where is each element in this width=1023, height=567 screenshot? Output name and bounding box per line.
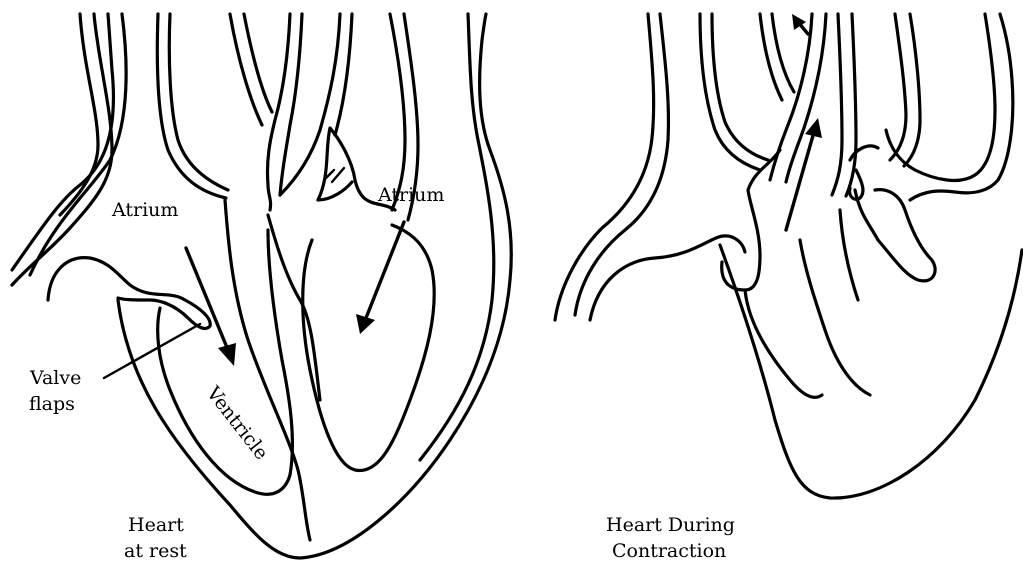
rest-atrium-right-label: Atrium [377,184,444,206]
rest-arrow-left-line [186,248,228,350]
rest-atrium-left-label: Atrium [111,199,178,221]
rest-arrow-right-head [356,314,375,334]
rest-right-ventricle-cavity [303,225,434,470]
rest-vessel-branch [280,14,352,195]
contraction-vessel-3 [770,14,826,182]
rest-caption-line2: at rest [124,540,187,562]
rest-arrow-left-head [218,343,236,366]
rest-left-ventricle-wall [158,230,293,494]
heart-at-rest-figure: Atrium Atrium Valve flaps Ventricle Hear… [12,14,511,562]
contraction-vessel-4 [832,14,856,196]
rest-vessel-center-left [230,14,272,125]
rest-valve-pointer-line [104,324,200,378]
contraction-vessel-1 [700,14,768,170]
contraction-vessel-2 [760,14,794,100]
contraction-caption-line2: Contraction [612,540,726,562]
rest-arrow-right-line [366,222,404,318]
contraction-septum [800,210,870,395]
contraction-arrow-center-line [786,132,814,230]
rest-small-flap-marks [326,168,344,182]
rest-vessel-left-1 [157,14,228,198]
rest-valve-label-line2: flaps [29,393,75,415]
contraction-right-ventricle [855,190,935,281]
rest-vessel-far-left [12,14,112,285]
contraction-bottom-wall [720,245,1022,498]
rest-left-valve-flap [48,258,210,329]
contraction-outer-wall [555,14,668,320]
heart-contraction-figure: Heart During Contraction [555,14,1022,562]
contraction-vessel-5 [890,14,920,166]
rest-ventricle-label: Ventricle [201,382,272,464]
rest-valve-label-line1: Valve [29,367,81,389]
rest-caption-line1: Heart [128,514,184,536]
contraction-caption-line1: Heart During [606,514,735,536]
rest-outer-heart-wall [12,14,511,558]
rest-right-outer-edge [420,14,494,460]
